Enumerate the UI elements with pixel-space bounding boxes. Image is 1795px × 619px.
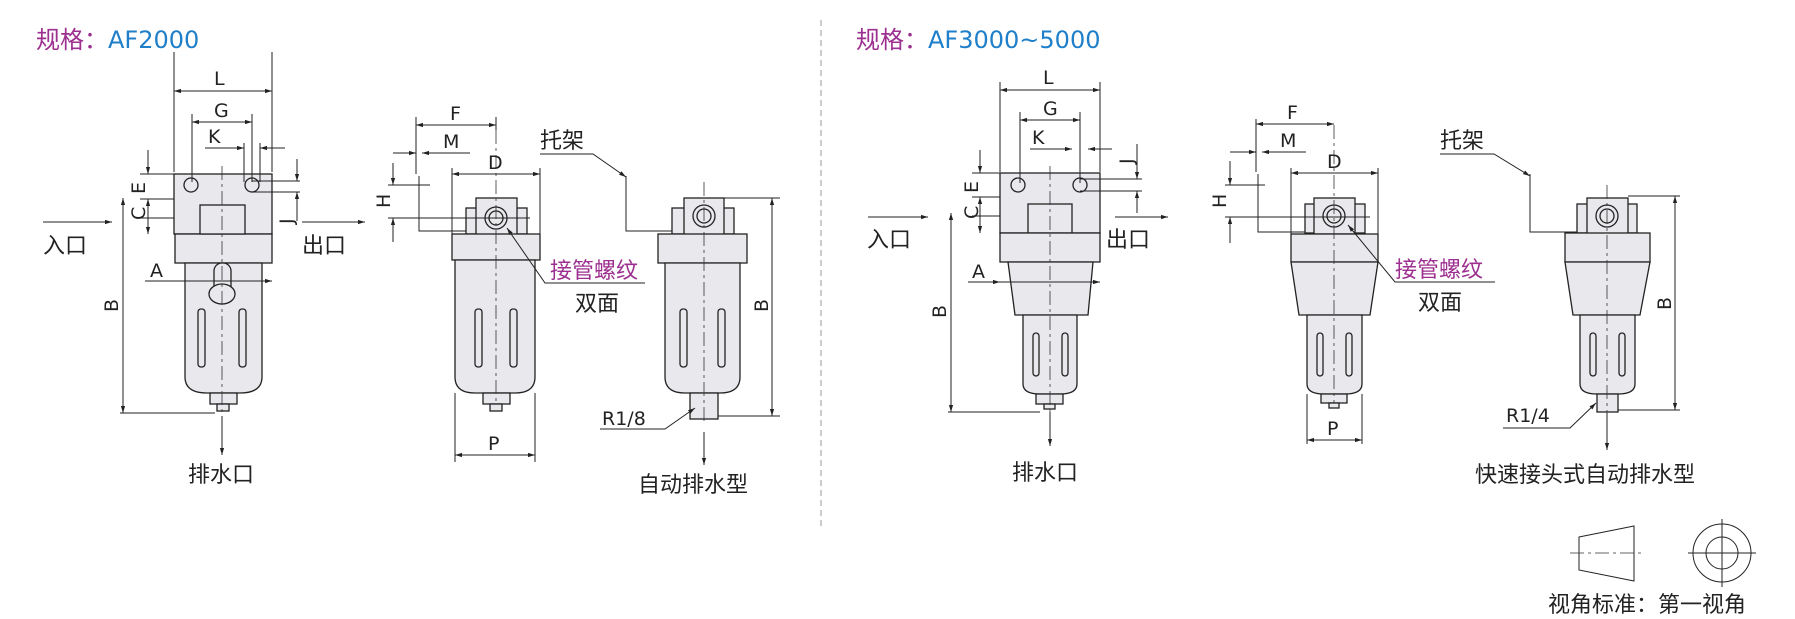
dim-A: A bbox=[150, 260, 163, 282]
thread-label: 接管螺纹 bbox=[550, 259, 638, 284]
dim-P: P bbox=[1327, 418, 1338, 440]
side-view-af3000: F M D H P 接管螺纹 双面 bbox=[1209, 102, 1495, 444]
dim-F: F bbox=[1287, 102, 1298, 124]
projection-symbol: 视角标准：第一视角 bbox=[1548, 519, 1756, 618]
auto-drain-label: 快速接头式自动排水型 bbox=[1475, 463, 1695, 488]
both-sides-label: 双面 bbox=[1418, 291, 1462, 316]
dim-D: D bbox=[1327, 151, 1342, 173]
inlet-label: 入口 bbox=[867, 228, 911, 253]
dim-M: M bbox=[443, 131, 459, 153]
dim-G: G bbox=[214, 100, 229, 122]
quick-connect-auto-drain-view: B 托架 R1/4 快速接头式自动排水型 bbox=[1440, 129, 1695, 488]
dim-B: B bbox=[101, 299, 123, 312]
dim-K: K bbox=[1032, 127, 1045, 149]
dim-B: B bbox=[1654, 297, 1676, 310]
front-view-af3000: L G K E C J A B 入口 出口 排水口 bbox=[867, 67, 1168, 486]
dim-H: H bbox=[373, 194, 395, 208]
auto-drain-label: 自动排水型 bbox=[638, 473, 748, 498]
right-section: 规格：AF3000~5000 L G K E C J A B 入口 出口 排水口… bbox=[856, 26, 1756, 618]
drain-size-label: R1/4 bbox=[1506, 405, 1550, 427]
dim-H: H bbox=[1209, 194, 1231, 208]
inlet-label: 入口 bbox=[43, 234, 87, 259]
dim-G: G bbox=[1043, 98, 1058, 120]
bracket-label: 托架 bbox=[540, 129, 584, 154]
dim-L: L bbox=[214, 68, 225, 90]
bracket-label: 托架 bbox=[1440, 129, 1484, 154]
dim-M: M bbox=[1280, 130, 1296, 152]
dim-E: E bbox=[128, 182, 150, 194]
drain-label: 排水口 bbox=[1012, 461, 1078, 486]
spec-title-left: 规格：AF2000 bbox=[36, 26, 199, 54]
dim-P: P bbox=[488, 433, 499, 455]
front-view-af2000: L G K E C J A B 入口 出口 排水口 bbox=[43, 52, 365, 488]
outlet-label: 出口 bbox=[1106, 228, 1150, 253]
dim-L: L bbox=[1043, 67, 1054, 89]
dim-E: E bbox=[961, 181, 983, 193]
dim-B: B bbox=[751, 299, 773, 312]
dim-A: A bbox=[972, 261, 985, 283]
dim-F: F bbox=[450, 103, 461, 125]
drain-label: 排水口 bbox=[188, 463, 254, 488]
thread-label: 接管螺纹 bbox=[1395, 258, 1483, 283]
side-view-af2000: F M D H P 接管螺纹 双面 bbox=[373, 103, 645, 462]
dim-C: C bbox=[128, 207, 150, 220]
spec-title-right: 规格：AF3000~5000 bbox=[856, 26, 1101, 54]
drain-size-label: R1/8 bbox=[602, 408, 646, 430]
both-sides-label: 双面 bbox=[575, 292, 619, 317]
auto-drain-view-af2000: B 托架 R1/8 自动排水型 bbox=[540, 129, 780, 498]
left-section: 规格：AF2000 L G K E C J A B 入口 出口 排水口 F M … bbox=[36, 26, 780, 498]
dim-J: J bbox=[276, 218, 298, 225]
dim-K: K bbox=[208, 126, 221, 148]
dim-C: C bbox=[961, 206, 983, 219]
outlet-label: 出口 bbox=[302, 234, 346, 259]
projection-label: 视角标准：第一视角 bbox=[1548, 593, 1746, 618]
dim-D: D bbox=[488, 152, 503, 174]
dim-J: J bbox=[1116, 158, 1138, 165]
dim-B: B bbox=[929, 305, 951, 318]
